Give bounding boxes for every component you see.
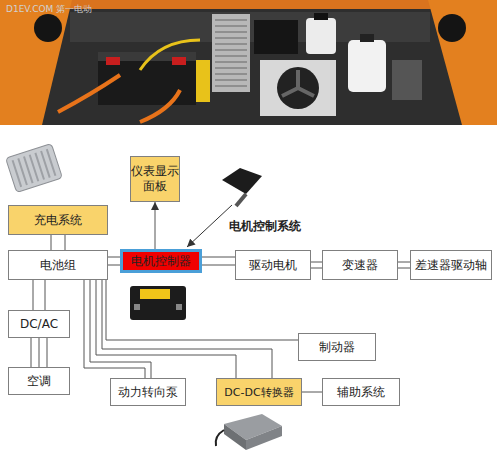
box-text: 充电系统 (34, 213, 82, 228)
fan-housing (260, 60, 336, 116)
controller-fins (215, 20, 247, 86)
reservoir-cap (314, 13, 328, 20)
connector-line (31, 338, 47, 367)
connector-line (155, 202, 156, 249)
dcdc-front (246, 426, 282, 450)
right-fender (428, 0, 497, 125)
dcac-box: DC/AC (8, 310, 70, 338)
box-text: DC/AC (20, 317, 58, 332)
auxiliary-system-box: 辅助系统 (322, 378, 400, 406)
controller-box (212, 14, 250, 92)
terminal (176, 304, 182, 310)
connector-line (311, 262, 322, 268)
terminal-cap (106, 57, 120, 65)
diagram-title: 电机控制系统 (229, 218, 301, 235)
dcdc-side (224, 424, 246, 450)
black-module (254, 20, 298, 54)
connector-line (106, 280, 298, 340)
display-panel-box: 仪表显示 面板 (130, 156, 180, 202)
box-text: DC-DC转换器 (224, 385, 293, 400)
coolant-tank (348, 40, 386, 92)
connector-line (398, 262, 410, 268)
orange-cable (58, 75, 120, 112)
charging-system-box: 充电系统 (8, 205, 108, 235)
brake-reservoir (306, 18, 336, 54)
box-text: 动力转向泵 (118, 385, 178, 400)
photo-background (0, 0, 497, 125)
drive-motor-box: 驱动电机 (235, 250, 311, 280)
box-text: 变速器 (342, 258, 378, 273)
connector-line (202, 257, 235, 265)
connector-line (96, 280, 272, 378)
gray-part (392, 60, 422, 100)
transmission-box: 变速器 (322, 250, 398, 280)
charger-fins (13, 149, 56, 187)
pedal-picture (187, 168, 262, 247)
strut-tower (34, 14, 62, 42)
box-text: 差速器驱动轴 (415, 258, 487, 273)
strut-tower (438, 14, 466, 42)
connector-line (33, 280, 45, 310)
battery-pack-box: 电池组 (8, 250, 108, 280)
dcdc-converter-box: DC-DC转换器 (216, 378, 302, 406)
box-text: 辅助系统 (337, 385, 385, 400)
watermark: D1EV.COM 第一电动 (6, 3, 92, 16)
controller-picture (130, 286, 186, 320)
coolant-cap (360, 34, 374, 42)
controller-case (130, 286, 186, 320)
box-text: 电机控制器 (131, 254, 191, 269)
orange-cable (140, 90, 180, 122)
pedal-pad (222, 168, 262, 194)
connector-line (84, 280, 151, 378)
charger-picture (6, 143, 63, 192)
box-text: 电池组 (40, 258, 76, 273)
left-fender (0, 0, 72, 125)
engine-photo (0, 0, 497, 125)
pedal-arrow (187, 205, 232, 247)
yellow-cable (140, 40, 200, 70)
box-text: 仪表显示 面板 (131, 164, 179, 194)
controller-label (140, 289, 170, 299)
charger-body (6, 143, 63, 192)
box-text: 驱动电机 (249, 258, 297, 273)
pedal-arm (236, 194, 246, 206)
connector-line (51, 235, 65, 250)
connector-line (302, 392, 322, 393)
dcdc-cable (216, 430, 224, 446)
motor-controller-box: 电机控制器 (120, 249, 202, 273)
terminal (134, 304, 140, 310)
air-conditioner-box: 空调 (8, 367, 70, 395)
box-text: 空调 (27, 374, 51, 389)
fan-blades (282, 70, 314, 96)
dcdc-picture (216, 414, 282, 450)
box-text: 制动器 (319, 340, 355, 355)
differential-shaft-box: 差速器驱动轴 (410, 250, 492, 280)
fan (277, 67, 319, 109)
yellow-part (196, 60, 210, 102)
terminal-cap (172, 57, 186, 65)
steering-pump-box: 动力转向泵 (110, 378, 186, 406)
brake-box: 制动器 (298, 333, 376, 361)
connector-line (108, 257, 120, 265)
